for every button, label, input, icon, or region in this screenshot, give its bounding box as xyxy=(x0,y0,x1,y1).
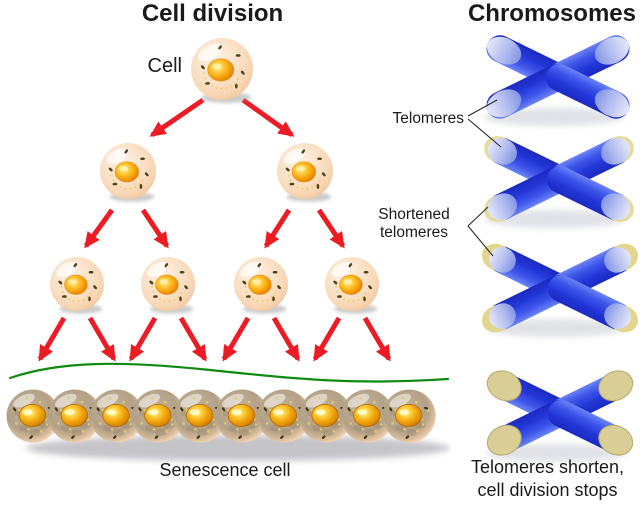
division-arrow xyxy=(149,97,205,138)
cell-illustration xyxy=(50,257,104,314)
cell-illustration xyxy=(325,257,379,314)
division-arrow xyxy=(178,316,208,362)
shortened-telomeres-line-1: Shortened xyxy=(378,206,450,223)
cell-illustration xyxy=(100,143,156,202)
cell-illustration xyxy=(234,257,288,314)
division-arrow xyxy=(316,208,346,249)
telomere-tip xyxy=(601,138,631,165)
senescence-cell-illustration xyxy=(340,389,394,443)
telomere-tip xyxy=(601,193,631,220)
chromosome-stage-3 xyxy=(481,243,639,337)
telomere-pointer-line-1 xyxy=(467,99,498,117)
telomere-tip xyxy=(486,36,522,65)
cell-illustration xyxy=(191,38,253,104)
senescence-cell-illustration xyxy=(299,389,353,443)
telomere-tip xyxy=(487,193,517,220)
division-arrow xyxy=(140,208,170,249)
senescence-row-shadow xyxy=(26,435,450,461)
telomere-tip xyxy=(486,370,522,402)
right-panel-title: Chromosomes xyxy=(467,0,637,27)
telomere-tip xyxy=(598,424,634,456)
shortened-pointer-line-2 xyxy=(467,225,494,257)
division-arrow xyxy=(263,208,292,249)
senescence-boundary-curve xyxy=(8,362,450,383)
telomere-tip xyxy=(486,424,522,456)
senescence-cell-illustration xyxy=(48,389,102,443)
division-arrow xyxy=(37,316,67,362)
bottom-caption-line-1: Telomeres shorten, xyxy=(470,457,625,477)
chromosome-stage-1 xyxy=(484,35,630,126)
division-arrows xyxy=(37,97,392,362)
division-arrow xyxy=(128,316,158,362)
division-arrow xyxy=(221,316,251,362)
bottom-caption-line-2: cell division stops xyxy=(477,480,618,500)
division-arrow xyxy=(271,316,301,362)
cell-label: Cell xyxy=(147,55,182,77)
telomere-tip xyxy=(594,36,630,65)
dividing-cells xyxy=(50,38,379,314)
senescence-cell-illustration xyxy=(173,389,227,443)
chromosome-stage-2 xyxy=(484,136,634,228)
senescence-cell-illustration xyxy=(382,389,436,443)
shortened-pointer-line-1 xyxy=(467,206,489,227)
shortened-telomeres-line-2: telomeres xyxy=(379,224,449,241)
division-arrow xyxy=(83,208,115,249)
telomeres-label: Telomeres xyxy=(392,110,465,127)
telomere-tip xyxy=(604,247,631,273)
telomere-tip xyxy=(598,370,634,402)
senescence-cell-illustration xyxy=(131,389,185,443)
telomere-tip xyxy=(594,89,630,118)
telomere-tip xyxy=(486,89,522,118)
division-arrow xyxy=(312,316,342,362)
division-arrow xyxy=(87,316,117,362)
senescence-cell-illustration xyxy=(257,389,311,443)
division-arrow xyxy=(241,97,295,138)
senescence-cell-illustration xyxy=(90,389,144,443)
telomere-tip xyxy=(487,138,517,165)
telomere-tip xyxy=(604,303,631,329)
left-panel-title: Cell division xyxy=(141,0,284,27)
senescence-cells xyxy=(6,389,436,443)
pointer-lines xyxy=(467,99,502,257)
telomere-tip xyxy=(489,303,516,329)
senescence-cell-illustration xyxy=(215,389,269,443)
senescence-cell-label: Senescence cell xyxy=(159,460,291,480)
bottom-caption: Telomeres shorten, cell division stops xyxy=(455,456,640,502)
division-arrow xyxy=(362,316,392,362)
senescence-cell-illustration xyxy=(6,389,60,443)
chromosome-stage-4 xyxy=(486,370,634,462)
telomere-pointer-line-2 xyxy=(467,118,502,148)
cell-illustration xyxy=(141,257,195,314)
cell-illustration xyxy=(277,143,333,202)
chromosomes xyxy=(481,35,639,462)
shortened-telomeres-label: Shortened telomeres xyxy=(364,206,464,242)
telomere-tip xyxy=(489,247,516,273)
